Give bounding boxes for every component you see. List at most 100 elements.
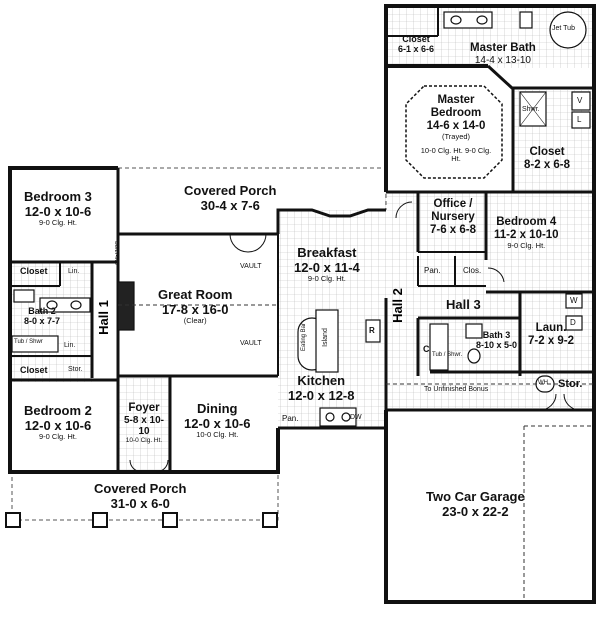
porch-posts: [5, 512, 278, 528]
closet-master-dims: 8-2 x 6-8: [524, 158, 571, 171]
covered-porch-top-label: Covered Porch 30-4 x 7-6: [184, 183, 277, 213]
great-room-label: Great Room 17-8 x 16-0 (Clear): [158, 287, 233, 326]
breakfast-dims: 12-0 x 11-4: [294, 259, 360, 275]
breakfast-name: Breakfast: [297, 245, 357, 260]
covered-porch-bottom-name: Covered Porch: [94, 481, 187, 496]
bedroom2-clg: 9-0 Clg. Ht.: [38, 432, 77, 442]
bedroom3-clg: 9-0 Clg. Ht.: [38, 218, 77, 228]
foyer-dims: 5-8 x 10-10: [123, 414, 165, 438]
bedroom2-label: Bedroom 2 12-0 x 10-6 9-0 Clg. Ht.: [24, 403, 92, 442]
master-bath-label: Master Bath 14-4 x 13-10: [470, 42, 536, 66]
office-dims: 7-6 x 6-8: [429, 223, 477, 236]
tub-shower-b3-label: Tub / Shwr.: [432, 352, 463, 358]
pantry-label: Pan.: [424, 266, 441, 275]
bedroom4-dims: 11-2 x 10-10: [494, 228, 559, 241]
linen2-label: Lin.: [64, 342, 76, 349]
covered-porch-top-name: Covered Porch: [184, 183, 277, 198]
bedroom3-label: Bedroom 3 12-0 x 10-6 9-0 Clg. Ht.: [24, 189, 92, 228]
office-name: Office / Nursery: [431, 198, 475, 223]
bedroom3-name: Bedroom 3: [24, 189, 92, 204]
bedroom4-clg: 9-0 Clg. Ht.: [507, 240, 546, 250]
dishwasher-label: DW: [350, 414, 362, 421]
fixtures: [11, 11, 591, 427]
hall3-name: Hall 3: [446, 297, 481, 312]
foyer-clg: 10-0 Clg. Ht.: [125, 437, 163, 445]
bath2-name: Bath 2: [28, 306, 56, 316]
bedroom2-name: Bedroom 2: [24, 403, 92, 418]
foyer-name: Foyer: [128, 402, 160, 414]
master-bedroom-note: (Trayed): [441, 131, 471, 141]
closet-top-name: Closet: [402, 34, 430, 44]
laundry-label: Laun. 7-2 x 9-2: [528, 322, 574, 348]
shower-master-label: Shwr.: [522, 106, 540, 113]
kitchen-name: Kitchen: [297, 373, 346, 388]
dining-clg: 10-0 Clg. Ht.: [196, 430, 239, 440]
great-room-note: (Clear): [183, 316, 207, 326]
walls: [8, 4, 596, 604]
dining-name: Dining: [197, 401, 238, 416]
storage-left-label: Stor.: [68, 366, 83, 373]
fridge-label: R: [369, 326, 375, 335]
breakfast-clg: 9-0 Clg. Ht.: [307, 274, 346, 284]
washer-label: W: [570, 296, 578, 305]
dining-dims: 12-0 x 10-6: [184, 415, 251, 431]
closet-master-name: Closet: [529, 146, 565, 158]
vanity-label: V: [577, 96, 583, 105]
master-bedroom-name: Master Bedroom: [430, 94, 482, 119]
jet-tub-label: Jet Tub: [552, 25, 575, 32]
closet-top-label: Closet 6-1 x 6-6: [398, 34, 434, 54]
vault-top-label: VAULT: [240, 263, 262, 270]
garage-label: Two Car Garage 23-0 x 22-2: [426, 489, 525, 519]
closet-master-label: Closet 8-2 x 6-8: [524, 146, 570, 172]
office-label: Office / Nursery 7-6 x 6-8: [424, 198, 482, 237]
garage-dims: 23-0 x 22-2: [442, 503, 509, 519]
bedroom3-dims: 12-0 x 10-6: [24, 203, 92, 219]
vault-bottom-label: VAULT: [240, 340, 262, 347]
closet-top-dims: 6-1 x 6-6: [398, 44, 435, 55]
island-label: Island: [321, 328, 329, 347]
bedroom4-name: Bedroom 4: [496, 216, 557, 228]
master-bath-name: Master Bath: [470, 42, 536, 54]
bath3-label: Bath 3 8-10 x 5-0: [476, 330, 517, 350]
bedroom4-label: Bedroom 4 11-2 x 10-10 9-0 Clg. Ht.: [494, 216, 559, 250]
dining-label: Dining 12-0 x 10-6 10-0 Clg. Ht.: [184, 401, 251, 440]
pantry-kitchen-label: Pan.: [282, 414, 299, 423]
linen1-label: Lin.: [68, 268, 80, 275]
closet-b3-label: Closet: [20, 266, 48, 276]
covered-porch-top-dims: 30-4 x 7-6: [200, 197, 260, 213]
tray-ceiling: [405, 85, 503, 179]
dashed-lines: [118, 304, 594, 598]
closet-small-label: Clos.: [463, 266, 482, 275]
hall1-label: Hall 1: [95, 300, 111, 335]
bath3-name: Bath 3: [482, 330, 511, 340]
water-heater-label: WH: [538, 380, 548, 386]
eating-bar-label: Eating Bar: [301, 322, 308, 352]
master-bedroom-clg: 10-0 Clg. Ht. 9-0 Clg. Ht.: [420, 146, 492, 164]
master-bedroom-dims: 14-6 x 14-0: [426, 119, 486, 132]
closet-c-label: C: [423, 344, 430, 354]
door-swings: [129, 201, 581, 473]
dryer-label: D: [570, 318, 576, 327]
kitchen-label: Kitchen 12-0 x 12-8: [288, 373, 355, 403]
master-bath-dims: 14-4 x 13-10: [474, 54, 531, 66]
bath3-dims: 8-10 x 5-0: [476, 340, 518, 351]
covered-porch-bottom-dims: 31-0 x 6-0: [110, 495, 170, 511]
laundry-dims: 7-2 x 9-2: [528, 334, 575, 347]
hall2-label: Hall 2: [389, 288, 405, 323]
bath2-dims: 8-0 x 7-7: [24, 316, 61, 327]
closet-b2-label: Closet: [20, 365, 48, 375]
hall3-label: Hall 3: [446, 297, 481, 313]
linen-master-label: L: [577, 115, 582, 124]
garage-name: Two Car Garage: [426, 489, 525, 504]
foyer-label: Foyer 5-8 x 10-10 10-0 Clg. Ht.: [122, 402, 166, 445]
bedroom2-dims: 12-0 x 10-6: [24, 417, 92, 433]
storage-right-name: Stor.: [558, 378, 583, 390]
tub-shower-b2-label: Tub / Shwr: [14, 339, 43, 345]
bath2-label: Bath 2 8-0 x 7-7: [24, 306, 60, 326]
built-ins-label: BUILT-INS: [112, 241, 119, 265]
great-room-name: Great Room: [158, 287, 233, 302]
laundry-name: Laun.: [535, 322, 567, 334]
storage-right-label: Stor.: [558, 378, 582, 390]
great-room-dims: 17-8 x 16-0: [161, 301, 229, 317]
